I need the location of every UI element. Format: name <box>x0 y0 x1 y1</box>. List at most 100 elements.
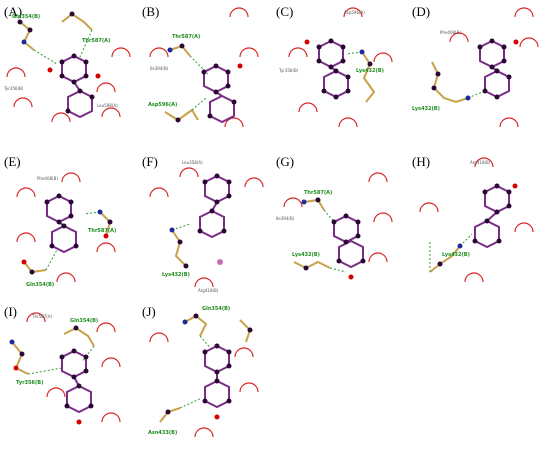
panel-label: (A) <box>4 4 23 19</box>
residue-label: Phe408(B) <box>37 176 58 181</box>
hbond-lines <box>429 233 473 272</box>
hbond-lines <box>33 29 93 65</box>
panel-label: (B) <box>142 4 160 19</box>
atoms <box>301 197 366 280</box>
hydrophobic-arc-group <box>6 47 131 123</box>
green-label: Thr587(A) <box>304 190 332 196</box>
hbond-lines <box>189 55 209 111</box>
hydrophobic-arc-group <box>283 172 393 263</box>
ligplot-diagram: Lys432(B) Asp596(A) Tyr356(B) <box>278 7 393 128</box>
ligplot-diagram: Gln354(B) Tyr356(B) Thr587(A) <box>9 312 121 425</box>
atoms <box>304 38 373 100</box>
ligand-chain <box>159 314 252 423</box>
panel-e: (E) Thr587(A) Gln354(B) Phe408(B) <box>2 152 137 302</box>
ligand-molecule <box>61 54 93 119</box>
hydrophobic-arc-group <box>449 7 539 128</box>
ligplot-diagram: Thr587(A) Asp596(A) Ile394(B) <box>148 7 259 128</box>
hbond-lines <box>171 223 191 231</box>
hydrophobic-arc-group <box>149 167 264 288</box>
ligplot-diagram: Lys432(B) Arg418(B) <box>419 157 534 283</box>
residue-label: Tyr356(B) <box>278 68 299 73</box>
hydrophobic-arc-group <box>149 7 259 128</box>
panel-label: (I) <box>4 304 17 319</box>
panel-label: (E) <box>4 154 21 169</box>
atoms <box>17 11 101 114</box>
hbond-lines <box>27 345 95 375</box>
ligplot-diagram: Gln354(B) Asn433(B) <box>148 306 259 438</box>
residue-label: Arg418(B) <box>470 160 491 165</box>
atoms <box>167 43 243 123</box>
residue-label: Ile394(B) <box>150 66 169 71</box>
green-label: Gln354(B) <box>26 282 54 288</box>
residue-label: Leu598(A) <box>97 103 118 108</box>
hbond-lines <box>467 91 483 99</box>
panel-label: (G) <box>276 154 295 169</box>
ligand-chain <box>431 61 469 104</box>
green-label: Asp596(A) <box>148 102 177 108</box>
panel-label: (C) <box>276 4 294 19</box>
green-label: Lys432(B) <box>162 272 190 278</box>
ligplot-diagram: Lys432(B) Phe408(B) <box>412 7 539 128</box>
panel-f: (F) Lys432(B) Leu358(A) Arg418(B) <box>140 152 275 302</box>
ligand-molecule <box>204 344 230 409</box>
panel-label: (J) <box>142 304 156 319</box>
panel-label: (D) <box>412 4 431 19</box>
panel-b: (B) Thr587(A) Asp596(A) Ile394(B) <box>140 2 275 152</box>
green-label: Tyr356(B) <box>16 380 43 386</box>
panel-j: (J) Gln354(B) Asn433(B) <box>140 302 275 452</box>
ligand-molecule <box>203 64 235 124</box>
ligand-molecule <box>474 184 510 249</box>
hbond-lines <box>323 209 347 273</box>
atoms <box>169 173 232 269</box>
green-label: Gln354(B) <box>202 306 230 312</box>
hbond-lines <box>179 335 213 409</box>
green-label: Asn433(B) <box>148 430 177 436</box>
residue-label: Ile394(B) <box>276 216 295 221</box>
green-label: Thr587(A) <box>88 228 116 234</box>
ligand-chain <box>429 245 461 273</box>
panel-g: (G) Thr587(A) Lys432(B) Ile394(B) <box>274 152 409 302</box>
green-label: Lys432(B) <box>442 252 470 258</box>
hydrophobic-arc-group <box>149 332 259 438</box>
panel-h: (H) Lys432(B) Arg418(B) <box>410 152 545 302</box>
panel-label: (H) <box>412 154 431 169</box>
hydrophobic-arc-group <box>16 172 116 283</box>
residue-label: Thr587(A) <box>31 314 53 319</box>
atoms <box>9 325 94 425</box>
atoms <box>431 38 519 101</box>
panel-i: (I) Gln354(B) Tyr356(B) Thr587(A) <box>2 302 137 452</box>
ligplot-diagram: Gln354(B) Thr587(A) Tyr356(B) Leu598(A) <box>3 11 131 123</box>
ligand-chain <box>171 229 187 267</box>
ligand-chain <box>23 211 112 274</box>
hbond-lines <box>45 211 101 271</box>
panel-a: (A) Gln354(B) Thr587(A) Tyr356(B) <box>2 2 137 152</box>
green-label: Thr587(A) <box>82 38 110 44</box>
ligplot-diagram: Lys432(B) Leu358(A) Arg418(B) <box>149 160 264 293</box>
ligand-molecule <box>61 349 92 414</box>
green-label: Thr587(A) <box>172 34 200 40</box>
ligplot-diagram: Thr587(A) Gln354(B) Phe408(B) <box>16 172 116 288</box>
green-label: Gln354(B) <box>70 318 98 324</box>
hbond-lines <box>345 51 363 55</box>
atoms <box>21 193 113 275</box>
atoms <box>437 183 518 267</box>
green-label: Lys432(B) <box>356 68 384 74</box>
ligplot-diagram: Thr587(A) Lys432(B) Ile394(B) <box>276 172 393 280</box>
atoms <box>165 313 253 420</box>
ligand-molecule <box>199 174 230 239</box>
green-label: Gln354(B) <box>12 14 40 20</box>
hydrophobic-arc-group <box>288 7 393 128</box>
ligand-chain <box>19 12 93 51</box>
ligand-chain <box>361 51 376 103</box>
hydrophobic-arc-group <box>26 312 121 423</box>
ligand-chain <box>11 326 95 375</box>
hydrophobic-arc-group <box>419 157 534 283</box>
residue-label: Arg418(B) <box>198 288 219 293</box>
panel-label: (F) <box>142 154 158 169</box>
residue-label: Asp596(A) <box>344 10 365 15</box>
residue-label: Leu358(A) <box>182 160 203 165</box>
residue-label: Tyr356(B) <box>3 86 24 91</box>
green-label: Lys432(B) <box>412 106 440 112</box>
panel-d: (D) Lys432(B) Phe408(B) <box>410 2 545 152</box>
panel-c: (C) Lys432(B) Asp596(A) Tyr356(B) <box>274 2 409 152</box>
